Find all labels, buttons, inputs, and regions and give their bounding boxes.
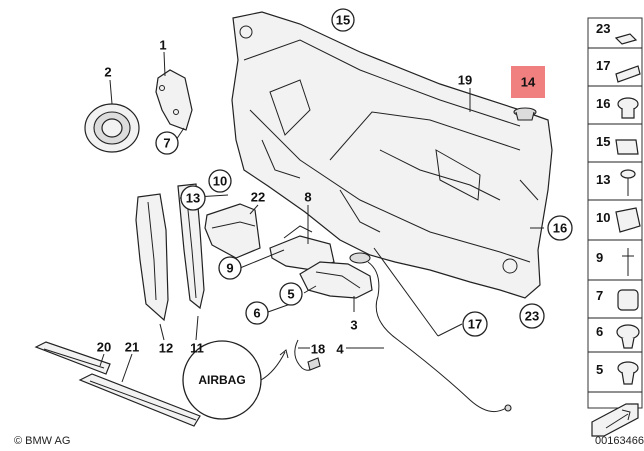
callout-3: 3 [350, 318, 357, 333]
svg-text:18: 18 [311, 342, 325, 357]
svg-text:14: 14 [521, 75, 536, 90]
callout-19: 19 [458, 73, 472, 88]
callout-2: 2 [104, 65, 111, 80]
cover-part-1 [155, 69, 193, 131]
svg-text:10: 10 [213, 174, 227, 189]
svg-text:6: 6 [253, 306, 260, 321]
callout-22: 22 [251, 190, 265, 205]
sidebar-item-15: 15 [596, 134, 639, 155]
callout-14-highlighted: 14 [511, 66, 545, 98]
image-number: 00163466 [595, 435, 644, 447]
svg-text:16: 16 [596, 96, 610, 111]
grommet-part-2 [84, 103, 140, 153]
sidebar-item-9: 9 [596, 248, 634, 276]
callout-1: 1 [159, 38, 166, 53]
svg-text:9: 9 [596, 250, 603, 265]
svg-text:1: 1 [159, 38, 166, 53]
airbag-badge: AIRBAG [182, 340, 289, 420]
sill-strip-part-21 [78, 373, 201, 427]
svg-text:16: 16 [553, 221, 567, 236]
sidebar-item-6: 6 [596, 324, 640, 349]
sidebar-parts-list: 23 17 16 15 13 10 9 [587, 17, 643, 437]
clip-part-14 [513, 107, 537, 121]
callout-18: 18 [311, 342, 325, 357]
trim-strip-part-12 [135, 193, 169, 322]
svg-text:5: 5 [596, 362, 603, 377]
svg-text:7: 7 [163, 136, 170, 151]
callout-9: 9 [218, 256, 242, 280]
door-trim-panel [231, 11, 553, 299]
svg-text:2: 2 [104, 65, 111, 80]
svg-text:4: 4 [336, 342, 344, 357]
svg-text:12: 12 [159, 341, 173, 356]
callout-5: 5 [279, 282, 303, 306]
callout-11: 11 [190, 341, 204, 356]
svg-text:10: 10 [596, 210, 610, 225]
svg-text:17: 17 [468, 317, 482, 332]
sidebar-item-7: 7 [596, 288, 639, 311]
handle-mechanism-part-5 [299, 252, 373, 299]
sill-strip-part-20 [34, 341, 111, 375]
sidebar-item-17: 17 [596, 58, 641, 83]
svg-text:15: 15 [596, 134, 610, 149]
svg-text:3: 3 [350, 318, 357, 333]
svg-text:7: 7 [596, 288, 603, 303]
svg-text:13: 13 [596, 172, 610, 187]
callout-10: 10 [208, 169, 232, 193]
clip-part-18 [294, 339, 321, 371]
callout-20: 20 [97, 340, 111, 355]
callout-23: 23 [519, 303, 545, 329]
bracket-part-22 [204, 203, 261, 259]
bowden-cable-part-4 [367, 261, 512, 413]
callout-6: 6 [245, 301, 269, 325]
svg-text:11: 11 [190, 341, 204, 356]
svg-text:20: 20 [97, 340, 111, 355]
svg-text:23: 23 [525, 309, 539, 324]
airbag-label: AIRBAG [198, 373, 245, 387]
sidebar-item-16: 16 [596, 96, 639, 119]
callout-16: 16 [547, 215, 573, 241]
svg-text:22: 22 [251, 190, 265, 205]
svg-text:21: 21 [125, 340, 139, 355]
sidebar-item-10: 10 [596, 207, 641, 233]
svg-text:8: 8 [304, 190, 311, 205]
svg-text:23: 23 [596, 21, 610, 36]
svg-text:13: 13 [186, 191, 200, 206]
svg-text:19: 19 [458, 73, 472, 88]
svg-text:15: 15 [336, 13, 350, 28]
sidebar-item-5: 5 [596, 361, 639, 385]
svg-text:5: 5 [287, 287, 294, 302]
svg-text:6: 6 [596, 324, 603, 339]
sidebar-item-13: 13 [596, 169, 636, 196]
callout-8: 8 [304, 190, 311, 205]
sidebar-item-23: 23 [596, 21, 638, 45]
sidebar-arrow-icon [591, 403, 639, 437]
svg-text:17: 17 [596, 58, 610, 73]
callout-21: 21 [125, 340, 139, 355]
callout-17: 17 [462, 311, 488, 337]
callout-15-top: 15 [331, 8, 355, 32]
callout-12: 12 [159, 341, 173, 356]
copyright-text: © BMW AG [14, 435, 70, 447]
callout-13: 13 [180, 185, 206, 211]
callout-7: 7 [155, 131, 179, 155]
svg-text:9: 9 [226, 261, 233, 276]
callout-4: 4 [336, 342, 344, 357]
